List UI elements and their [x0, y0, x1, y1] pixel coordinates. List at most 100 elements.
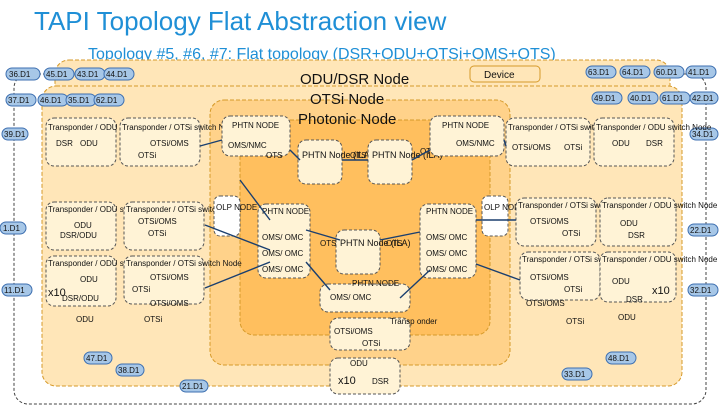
- node-left-odu: ODU: [76, 315, 94, 324]
- port-38-label: 38.D1: [118, 366, 140, 375]
- node-phtn-ila-2-label: PHTN Node (ILA): [372, 150, 443, 160]
- port-36-label: 36.D1: [9, 70, 31, 79]
- node-tp-odu-r3-label: Transponder / ODU switch Node: [602, 255, 718, 264]
- node-phtn-right-label: PHTN NODE: [442, 121, 489, 130]
- node-tp-otsi-r2-oms: OTSi/OMS: [530, 217, 569, 226]
- link-3: [204, 261, 271, 289]
- node-tp-otsi-r3-label: Transponder / OTSi switch Node: [522, 255, 638, 264]
- port-37-label: 37.D1: [8, 96, 30, 105]
- port-1-label: 1.D1: [3, 224, 20, 233]
- node-phtn-bottom-label: PHTN NODE: [352, 279, 399, 288]
- port-43-label: 43.D1: [77, 70, 99, 79]
- node-tp-odu-2-label: Transponder / ODU switch Node: [48, 205, 164, 214]
- port-42: [689, 91, 719, 105]
- port-1: [0, 221, 27, 235]
- node-phtn-left: [221, 115, 291, 157]
- port-49-label: 49.D1: [594, 94, 616, 103]
- node-olp-right-label: OLP NODE: [484, 203, 525, 212]
- page-subtitle: Topology #5, #6, #7: Flat topology (DSR+…: [88, 46, 556, 63]
- node-right-otsi-oms: OTSi/OMS: [526, 299, 565, 308]
- node-tp-otsi-r2: [515, 197, 597, 247]
- node-phtn-mid-left-oms3: OMS/ OMC: [262, 265, 304, 274]
- port-47-label: 47.D1: [86, 354, 108, 363]
- node-phtn-mid-left-label: PHTN NODE: [262, 207, 309, 216]
- port-11-label: 11.D1: [4, 286, 25, 295]
- ots-1: OTS: [266, 151, 282, 160]
- link-13: [199, 139, 223, 147]
- node-phtn-mid-right-label: PHTN NODE: [426, 207, 473, 216]
- node-tp-otsi-r1: [505, 117, 591, 167]
- port-39: [1, 127, 29, 141]
- node-tp-otsi-2-otsi: OTSi: [148, 229, 166, 238]
- port-61-label: 61.D1: [662, 94, 684, 103]
- node-phtn-right-oms: OMS/NMC: [456, 139, 495, 148]
- node-tp-odu-r1-odu: ODU: [612, 139, 630, 148]
- port-48-label: 48.D1: [608, 354, 630, 363]
- node-phtn-left-oms: OMS/NMC: [228, 141, 267, 150]
- link-9: [399, 269, 431, 299]
- port-22-label: 22.D1: [690, 226, 712, 235]
- node-left-dsr-odu: DSR/ODU: [62, 294, 99, 303]
- port-34: [689, 127, 719, 141]
- node-odu-bottom-odu: ODU: [350, 359, 368, 368]
- node-tp-otsi-2-oms: OTSi/OMS: [138, 217, 177, 226]
- node-tp-otsi-3-oms: OTSi/OMS: [150, 273, 189, 282]
- node-tp-otsi-2: [123, 201, 205, 251]
- port-37: [5, 93, 37, 107]
- node-tp-odu-r2: [599, 197, 677, 247]
- node-tp-otsi-1-otsi: OTSi: [138, 151, 156, 160]
- port-40: [627, 91, 659, 105]
- port-32-label: 32.D1: [690, 286, 712, 295]
- node-phtn-mid-left: [257, 203, 311, 279]
- port-60: [653, 65, 685, 79]
- node-tp-odu-r3: [599, 251, 677, 303]
- node-tp-odu-3-label: Transponder / ODU switch Node: [48, 259, 164, 268]
- ots-2: OTS: [350, 151, 366, 160]
- port-64: [619, 65, 651, 79]
- node-tp-odu-2-odu: ODU: [74, 221, 92, 230]
- node-tp-bottom-otsi: OTSi: [362, 339, 380, 348]
- node-tp-odu-1-odu: ODU: [80, 139, 98, 148]
- port-45: [43, 67, 75, 81]
- node-tp-odu-r2-label: Transponder / ODU switch Node: [602, 201, 718, 210]
- node-tp-odu-1-label: Transponder / ODU switch Node: [48, 123, 164, 132]
- port-44: [103, 67, 135, 81]
- port-22: [687, 223, 719, 237]
- node-tp-otsi-3-label: Transponder / OTSi switch Node: [126, 259, 242, 268]
- link-1: [239, 179, 271, 221]
- node-phtn-ila-2: [367, 139, 413, 185]
- node-phtn-mid-right-oms2: OMS/ OMC: [426, 249, 468, 258]
- node-tp-odu-2: [45, 201, 117, 251]
- node-tp-odu-1-dsr: DSR: [56, 139, 73, 148]
- node-tp-otsi-1-oms: OTSi/OMS: [150, 139, 189, 148]
- node-olp-left: [213, 195, 241, 237]
- port-39-label: 39.D1: [4, 130, 26, 139]
- node-phtn-mid-left-oms1: OMS/ OMC: [262, 233, 304, 242]
- node-tp-odu-3: [45, 255, 117, 307]
- node-tp-otsi-2-label: Transponder / OTSi switch Node: [126, 205, 242, 214]
- port-45-label: 45.D1: [46, 70, 68, 79]
- node-tp-otsi-r3-otsi: OTSi: [564, 285, 582, 294]
- port-47: [83, 351, 113, 365]
- node-tp-otsi-1: [119, 117, 201, 167]
- node-phtn-ila-1-label: PHTN Node (ILA): [302, 150, 373, 160]
- node-right-odu: ODU: [618, 313, 636, 322]
- node-tp-bottom-label: Transp onder: [390, 317, 438, 326]
- port-36: [5, 67, 41, 81]
- node-tp-odu-r2-dsr: DSR: [628, 231, 645, 240]
- node-phtn-ila-3: [335, 229, 381, 275]
- node-phtn-ila-3-label: PHTN Node (ILA): [340, 238, 411, 248]
- link-4: [305, 229, 341, 241]
- port-62-label: 62.D1: [96, 96, 118, 105]
- port-41-label: 41.D1: [688, 68, 710, 77]
- port-35-label: 35.D1: [68, 96, 90, 105]
- port-41: [685, 65, 717, 79]
- link-8: [475, 263, 521, 281]
- node-right-otsi: OTSi: [566, 317, 584, 326]
- node-tp-bottom-oms: OTSi/OMS: [334, 327, 373, 336]
- node-tp-odu-r1-dsr: DSR: [646, 139, 663, 148]
- node-tp-otsi-3: [123, 255, 205, 305]
- port-49: [591, 91, 623, 105]
- port-33: [561, 367, 593, 381]
